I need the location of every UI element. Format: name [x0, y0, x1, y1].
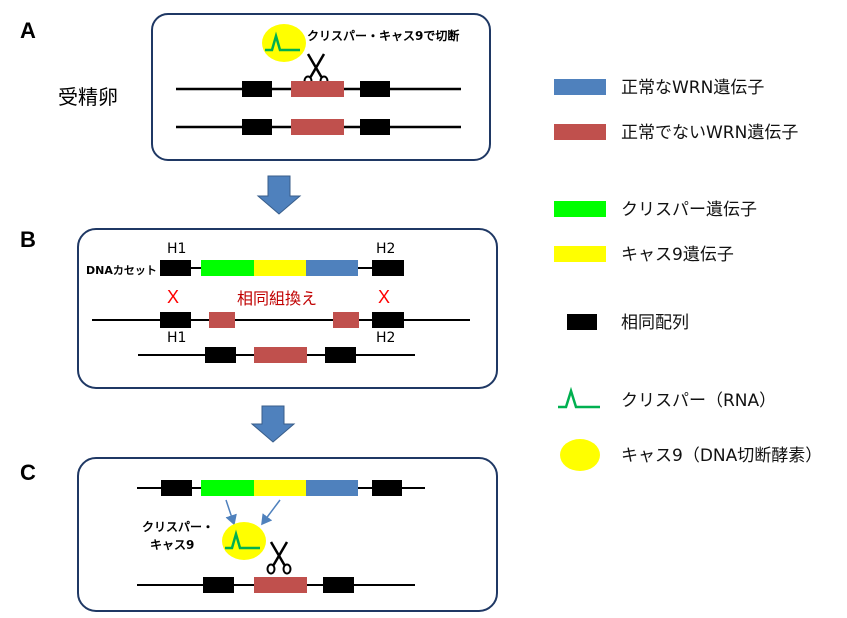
homology-block: [360, 81, 390, 97]
legend-label-crispr-gene: クリスパー遺伝子: [621, 200, 757, 220]
homology-block: [161, 480, 192, 496]
h1-label-top: H1: [167, 241, 186, 257]
complex-label-line2: キャス9: [150, 538, 194, 552]
panel-a: 受精卵 クリスパー・キャス9で切断: [58, 13, 491, 161]
cas9-gene: [254, 260, 306, 276]
panel-letter-a: A: [20, 18, 36, 43]
homology-block: [205, 347, 236, 363]
crispr-gene: [201, 480, 254, 496]
crispr-rna-icon: [225, 529, 260, 550]
panel-c-frame: [77, 457, 498, 612]
homology-block-h2: [372, 312, 404, 328]
normal-wrn-gene: [306, 260, 358, 276]
dna-cassette-label: DNAカセット: [86, 264, 157, 277]
homology-arm-h1: [160, 260, 191, 276]
homologous-recombination-label: 相同組換え: [237, 289, 317, 308]
legend-swatch-homology: [567, 314, 597, 330]
cut-label: クリスパー・キャス9で切断: [307, 28, 459, 43]
crossover-mark-left: X: [167, 287, 179, 307]
expression-arrow-cas9: [261, 499, 281, 526]
panel-b: DNAカセット H1 H2 X X 相同組換え H1 H2: [77, 228, 498, 389]
abnormal-wrn-gene: [254, 577, 307, 593]
crispr-gene: [201, 260, 254, 276]
legend-swatch-abnormal-wrn: [554, 124, 606, 140]
legend-label-cas9-gene: キャス9遺伝子: [621, 245, 734, 265]
homology-block: [325, 347, 356, 363]
panel-letter-c: C: [20, 460, 36, 485]
cas9-enzyme-icon: [222, 522, 266, 560]
homology-block: [242, 119, 272, 135]
homology-block: [323, 577, 354, 593]
abnormal-wrn-gene: [291, 119, 344, 135]
panel-b-frame: [77, 228, 498, 389]
zygote-label: 受精卵: [58, 85, 118, 109]
crispr-rna-icon: [265, 31, 300, 52]
legend-swatch-crispr-gene: [554, 201, 606, 217]
legend-label-abnormal-wrn: 正常でないWRN遺伝子: [621, 123, 798, 143]
h2-label-top: H2: [376, 241, 395, 257]
legend-label-normal-wrn: 正常なWRN遺伝子: [621, 78, 764, 98]
step-arrow-a-b: [256, 175, 302, 215]
expression-arrow-crispr: [225, 499, 237, 526]
legend: 正常なWRN遺伝子 正常でないWRN遺伝子 クリスパー遺伝子 キャス9遺伝子 相…: [554, 78, 822, 471]
homology-block: [242, 81, 272, 97]
abnormal-wrn-gene: [291, 81, 344, 97]
scissors-icon: [266, 541, 292, 575]
legend-cas9-enzyme-icon: [560, 439, 600, 471]
normal-wrn-gene: [306, 480, 358, 496]
abnormal-wrn-fragment: [333, 312, 359, 328]
legend-label-cas9-enzyme: キャス9（DNA切断酵素）: [621, 446, 822, 466]
homology-arm-h2: [372, 260, 404, 276]
legend-label-homology: 相同配列: [621, 313, 689, 333]
legend-crispr-rna-icon: [558, 386, 600, 409]
homology-block: [372, 480, 402, 496]
step-arrow-b-c: [250, 405, 296, 443]
homology-block-h1: [160, 312, 191, 328]
legend-swatch-normal-wrn: [554, 79, 606, 95]
legend-swatch-cas9-gene: [554, 246, 606, 262]
homology-block: [203, 577, 234, 593]
crossover-mark-right: X: [378, 287, 390, 307]
h1-label-bottom: H1: [167, 330, 186, 346]
panel-c: クリスパー・ キャス9: [77, 457, 498, 612]
complex-label-line1: クリスパー・: [142, 520, 214, 534]
homology-block: [360, 119, 390, 135]
h2-label-bottom: H2: [376, 330, 395, 346]
legend-label-crispr-rna: クリスパー（RNA）: [621, 391, 776, 411]
abnormal-wrn-gene: [254, 347, 307, 363]
abnormal-wrn-fragment: [209, 312, 235, 328]
cas9-enzyme-icon: [262, 24, 306, 62]
panel-letter-b: B: [20, 227, 36, 252]
cas9-gene: [254, 480, 306, 496]
